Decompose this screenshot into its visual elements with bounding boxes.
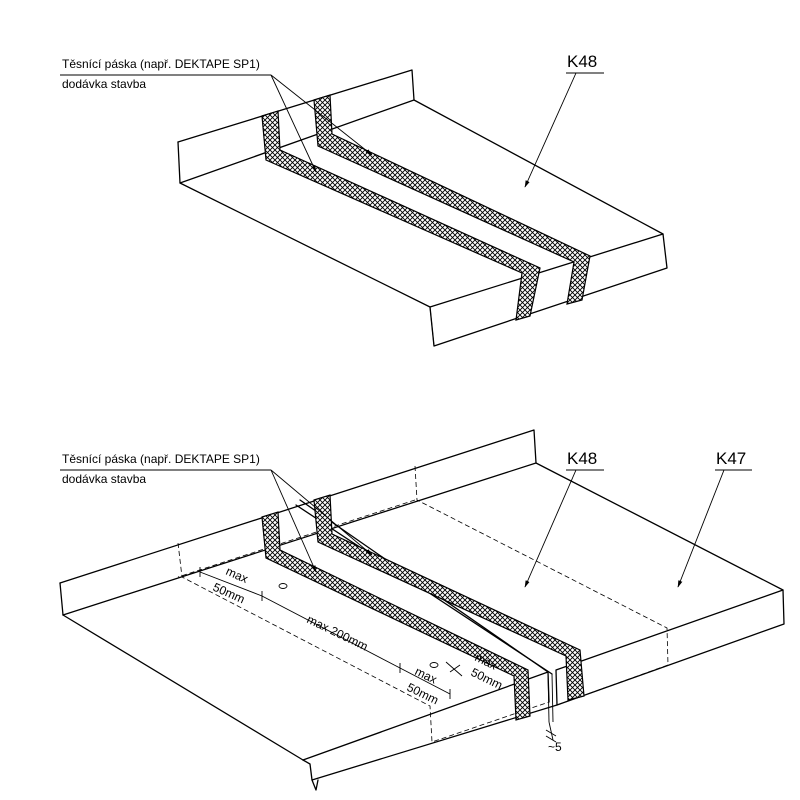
bottom-dashed-hidden-lines: [177, 465, 669, 743]
top-ref-k48: K48: [567, 52, 597, 71]
screw-hole: [278, 583, 288, 589]
top-sealing-tape-left: [261, 110, 541, 321]
bottom-ref-k48: K48: [567, 449, 597, 468]
top-flashing-outline: [177, 69, 668, 347]
bottom-flashing-outline: [59, 429, 785, 791]
dim-gap: ~5: [548, 740, 562, 754]
bottom-leaders: [60, 469, 752, 588]
bottom-screw-holes: [278, 583, 439, 668]
top-detail: Těsnící páska (např. DEKTAPE SP1) dodávk…: [60, 52, 668, 347]
screw-hole: [429, 662, 439, 668]
top-sealing-tape-right: [313, 94, 591, 305]
bottom-sealing-tape-left: [261, 511, 531, 721]
top-tape-label-line1: Těsnící páska (např. DEKTAPE SP1): [62, 57, 260, 71]
bottom-ref-k47: K47: [716, 449, 746, 468]
top-leaders: [60, 72, 604, 188]
bottom-dimension-lines: [199, 567, 557, 743]
bottom-tape-label-line2: dodávka stavba: [62, 472, 146, 486]
top-tape-label-line2: dodávka stavba: [62, 77, 146, 91]
bottom-sealing-tape-right: [313, 494, 585, 701]
dim-max-200mm: max 200mm: [305, 612, 370, 654]
bottom-tape-label-line1: Těsnící páska (např. DEKTAPE SP1): [62, 452, 260, 466]
bottom-detail: Těsnící páska (např. DEKTAPE SP1) dodávk…: [59, 429, 785, 791]
dim-50mm-b: 50mm: [405, 680, 441, 707]
